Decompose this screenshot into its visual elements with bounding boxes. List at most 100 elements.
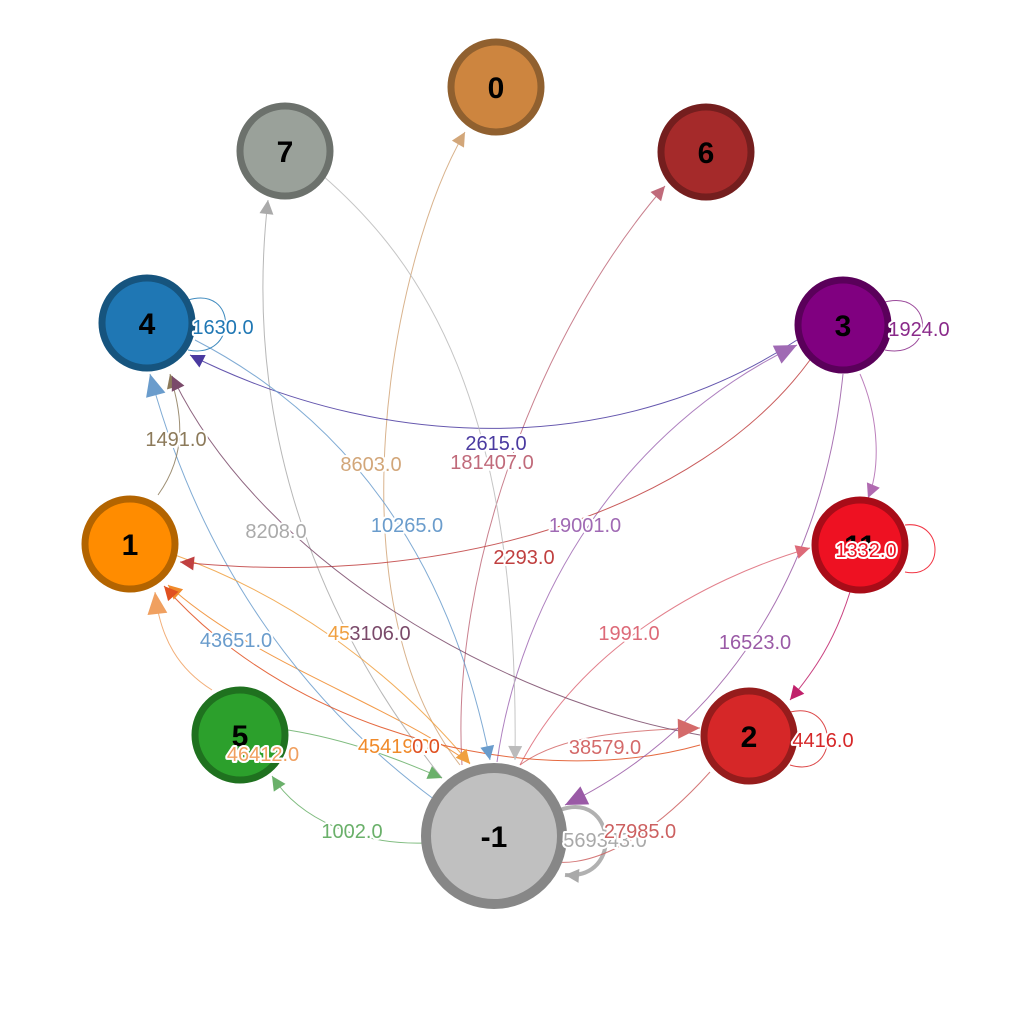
edge--1-4 [149,373,436,801]
edge-label-3-3: 1924.0 [888,319,949,341]
edge--1-0 [383,131,466,766]
node-circle-6 [657,103,755,201]
arrowhead-7-m1 [508,745,523,760]
node-11[interactable]: 11 [811,496,909,594]
arrowhead-11-2 [790,684,805,700]
node-1[interactable]: 1 [81,495,179,593]
edge-2-4 [171,375,701,736]
edge-3-1 [179,359,811,568]
edge-label--1-11: 1991.0 [598,623,659,645]
node-circle-1 [81,495,179,593]
node-circle-5 [191,686,289,784]
edge--1-5 [271,775,426,844]
node-label-4: 4 [139,308,156,341]
edge-2-2 [789,710,828,768]
edge--1-2 [519,727,701,766]
node--1[interactable]: -1 [421,763,567,909]
arrowhead-m1-5 [272,776,286,792]
edge-label--1--1: 569343.0 [563,830,646,852]
edge-label-4-4: 1630.0 [192,317,253,339]
edge-label--1-0: 8603.0 [340,454,401,476]
edge-label-11-11: 1332.0 [835,540,896,562]
arrowhead-2-1 [164,586,179,602]
arrowhead-2-4 [171,376,185,392]
edge-label-2-4: 3106.0 [349,623,410,645]
node-label-5: 5 [232,720,249,753]
node-label-0: 0 [488,72,505,105]
edge-label--1-6: 181407.0 [450,452,533,474]
node-label-7: 7 [277,136,294,169]
arrowhead-m1-0 [451,132,465,148]
edge-label-1--1: 45 [328,623,350,645]
arrowhead-1-m1 [455,748,470,764]
edge-4-4 [187,297,226,352]
edge-label-2-2: 4416.0 [792,730,853,752]
arrowhead-5-1 [147,592,168,615]
arrowhead-m1-6 [650,186,665,202]
node-label-11: 11 [844,530,876,563]
edge-4--1 [194,339,491,761]
edge--1--1 [559,805,608,878]
node-circle-2 [700,687,798,785]
edge-11-11 [904,524,936,574]
edge-3-11 [859,373,877,499]
edge-11-2 [789,591,851,701]
node-0[interactable]: 0 [447,38,545,136]
arrowhead-m1-3 [772,345,797,364]
edge-label--1-2: 38579.0 [569,737,641,759]
edge-label-3--1: 16523.0 [719,632,791,654]
node-label-2: 2 [741,721,758,754]
edge-label--1-7: 8208.0 [245,521,306,543]
edge--1-7 [262,199,443,779]
edge-3-4 [189,339,798,429]
edge-label--1-5: 1002.0 [321,821,382,843]
edge-3-3 [884,300,923,352]
edge--1-3 [496,344,798,763]
node-circle-3 [794,276,892,374]
node-5[interactable]: 5 [191,686,289,784]
node-2[interactable]: 2 [700,687,798,785]
node-3[interactable]: 3 [794,276,892,374]
arrowhead-3-4 [190,355,206,368]
node-label-1: 1 [122,529,139,562]
node-circle--1 [421,763,567,909]
edge-label--1-3: 19001.0 [549,515,621,537]
arrowhead-4-m1 [480,744,495,760]
edge-labels-layer: 569343.0 8603.0 45419.0 38579.0 19001.0 … [143,315,951,854]
arrowhead-m1-m1 [565,868,580,883]
arrowhead-m1-4 [146,374,166,398]
edge-1--1 [174,554,471,765]
arrowhead-3-11 [866,482,880,498]
edge-label-4--1: 10265.0 [371,515,443,537]
edge-label-5-1: 46412.0 [227,744,299,766]
edge-3--1 [564,373,844,806]
node-circle-0 [447,38,545,136]
edge-label-3-1: 2293.0 [493,547,554,569]
edge--1-1 [167,584,471,764]
edge-label--1-4: 43651.0 [200,630,272,652]
edge-label-2--1: 27985.0 [604,821,676,843]
node-label--1: -1 [481,821,508,854]
edge-2-1 [163,585,701,762]
edge-label--1-1: 45419.0 [358,736,430,758]
node-circle-7 [236,102,334,200]
arrowhead-3-m1 [565,786,590,805]
arrowhead-5-m1 [426,766,442,779]
edge--1-6 [460,185,666,766]
arrowheads-layer [146,132,880,883]
edge-label-2-1: 0.0 [412,736,440,758]
arrowhead-m1-11 [794,545,810,559]
node-circle-11 [811,496,909,594]
arrowhead-m1-7 [259,200,274,215]
node-4[interactable]: 4 [98,274,196,372]
node-7[interactable]: 7 [236,102,334,200]
edge-5--1 [287,729,443,779]
node-label-3: 3 [835,310,852,343]
nodes-layer: -1 0 1 2 3 4 5 6 [81,38,909,909]
edge--1-11 [519,547,811,766]
arrowhead-m1-2 [677,718,700,739]
node-6[interactable]: 6 [657,103,755,201]
arrowhead-3-1 [180,556,195,571]
edge-label-1-4: 1491.0 [145,429,206,451]
node-circle-4 [98,274,196,372]
